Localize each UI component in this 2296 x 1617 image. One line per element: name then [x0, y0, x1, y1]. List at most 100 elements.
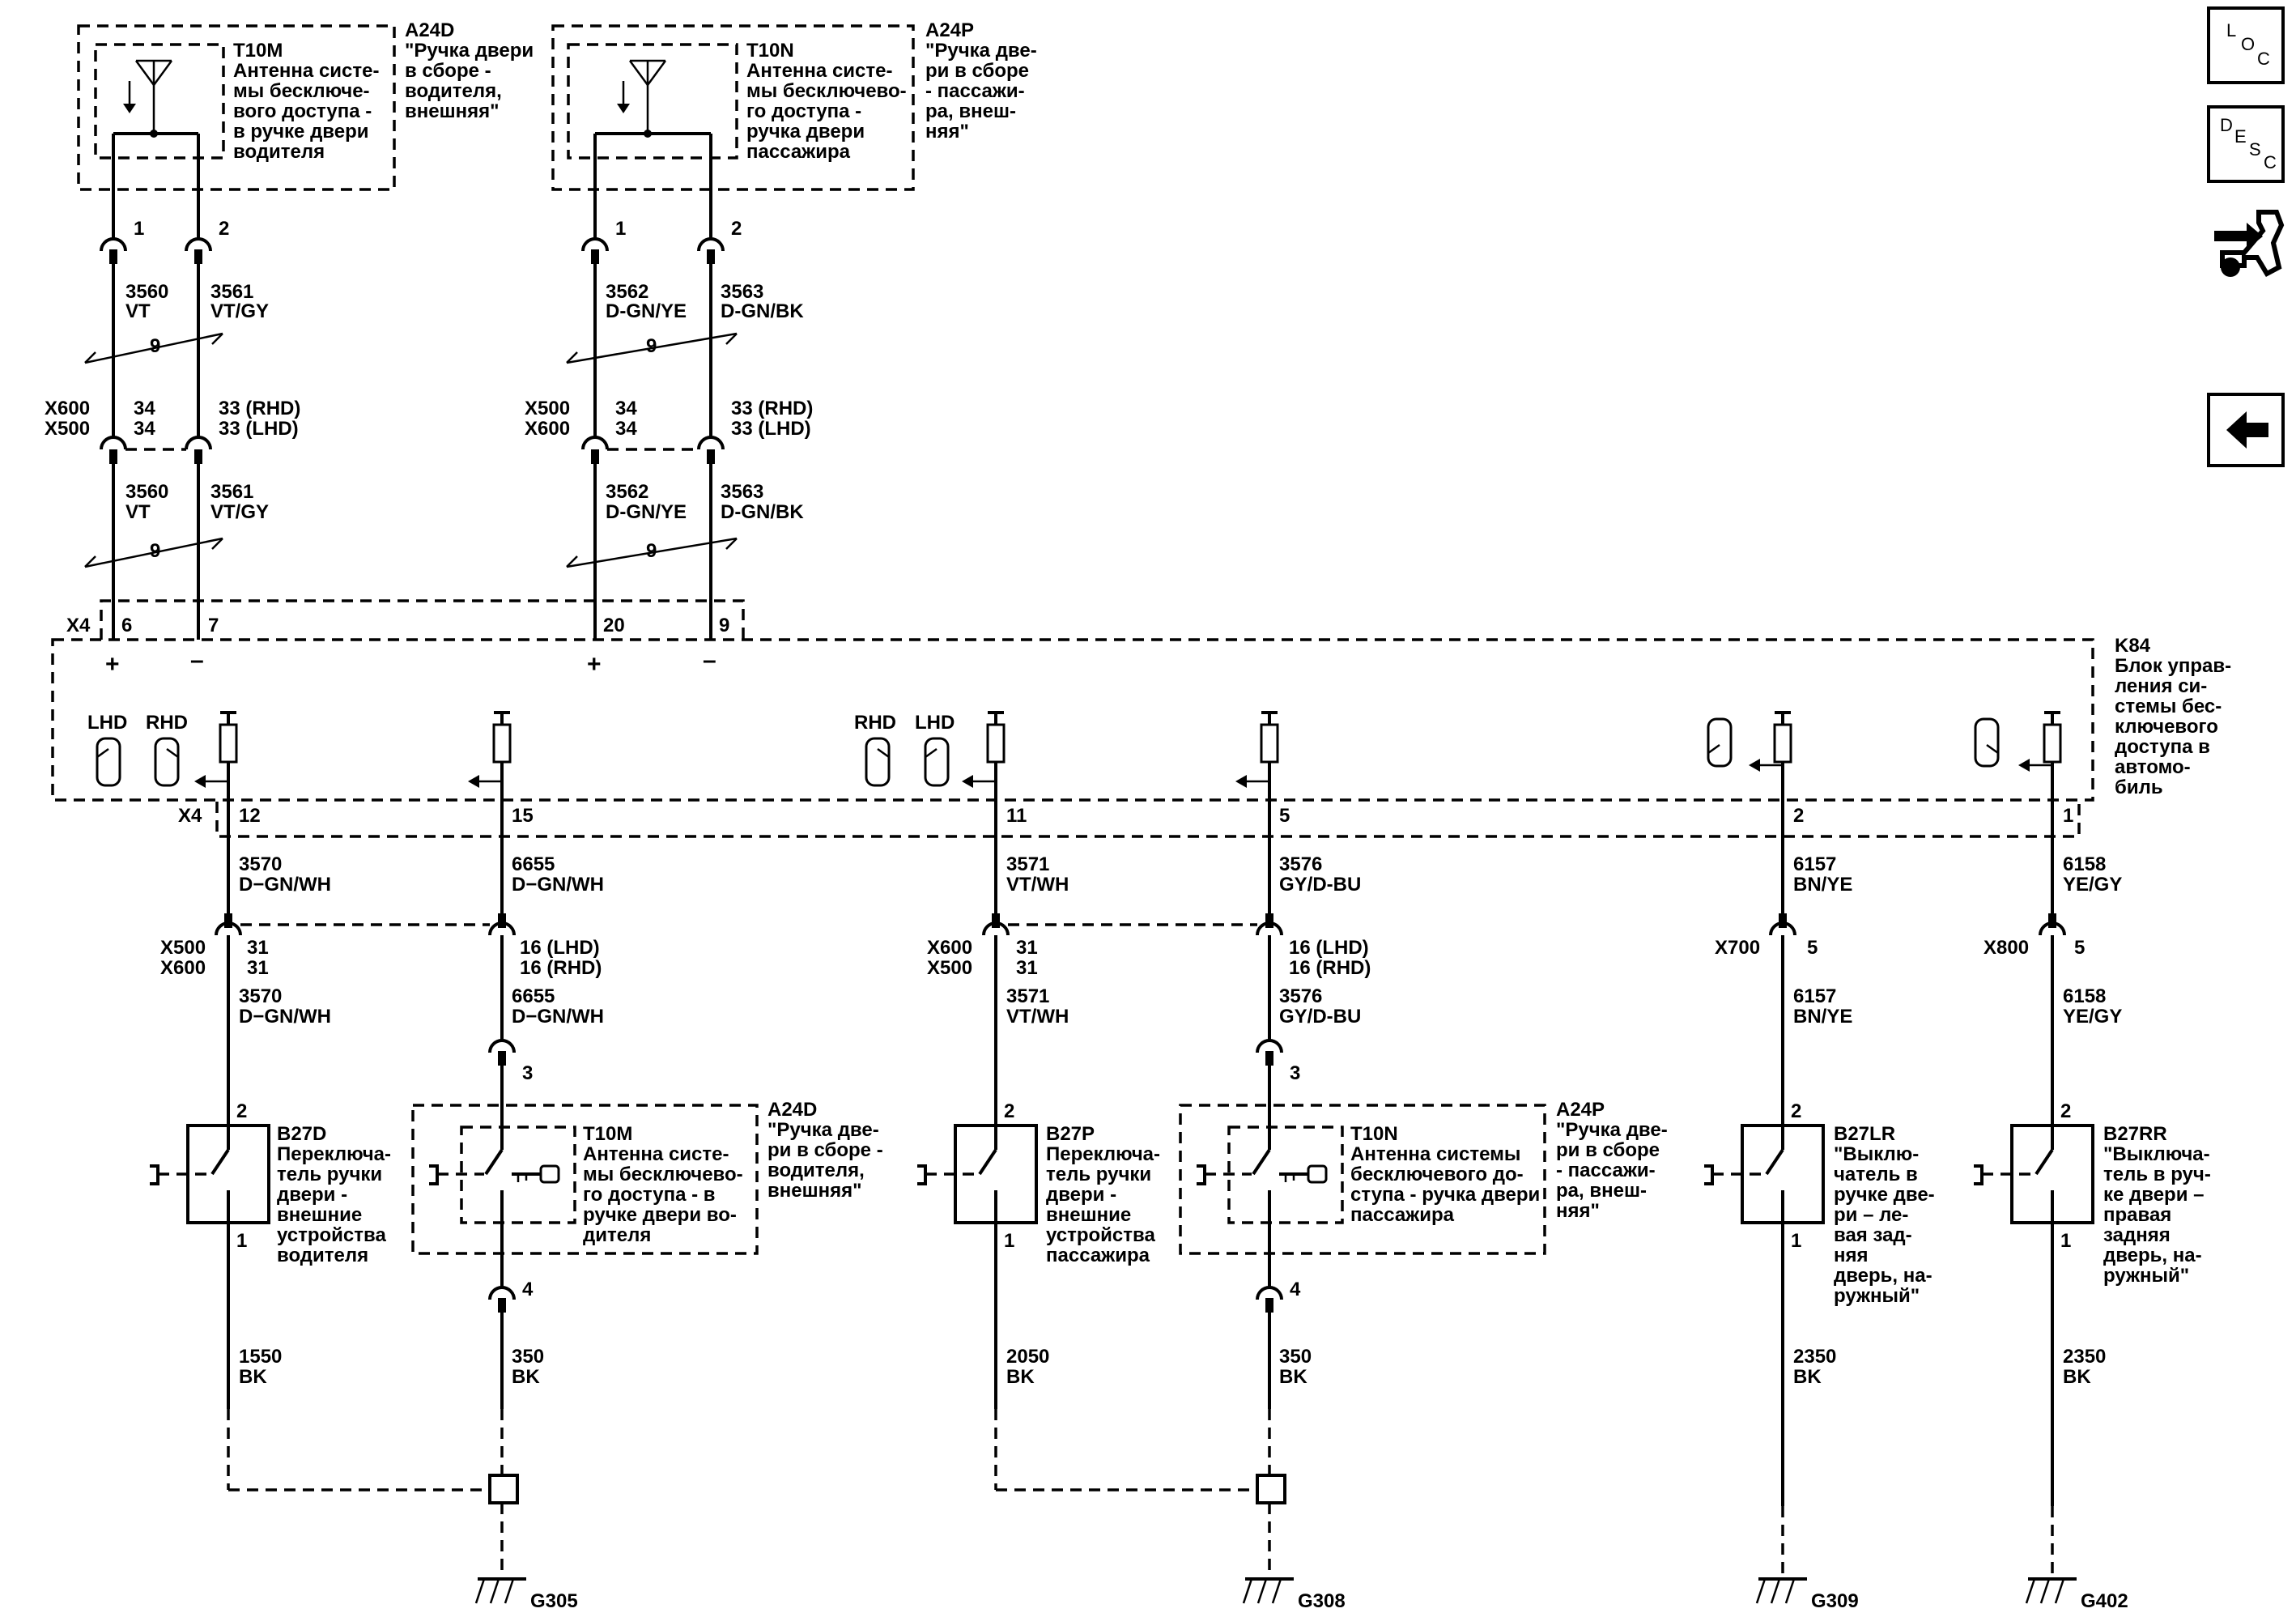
- b27p-desc-4: внешние: [1046, 1204, 1131, 1226]
- b27rr-desc-1: "Выключа-: [2103, 1143, 2210, 1165]
- inline-connectors-upper: X600 X500 34 34 33 (RHD) 33 (LHD) X500 X…: [45, 398, 813, 464]
- wire-3570-a-color: D−GN/WH: [239, 874, 331, 896]
- conn-right-p1b: 34: [615, 418, 637, 440]
- antenna-pass-low-assy: A24P: [1556, 1099, 1605, 1121]
- module-desc-4: ключевого: [2115, 716, 2218, 738]
- antenna-pass-desc-2: мы бесключево-: [746, 80, 907, 102]
- repair-icon[interactable]: [2214, 210, 2285, 277]
- x4-top-pin-9: 9: [719, 615, 729, 636]
- b27p-p2: 2: [1004, 1100, 1014, 1122]
- wire-6157-b-color: BN/YE: [1793, 1006, 1852, 1028]
- car-rear-left-icon: [1707, 717, 1733, 768]
- ground-g402-label: G402: [2081, 1590, 2128, 1612]
- b27d-ref: B27D: [277, 1123, 326, 1145]
- b27rr-desc-7: ружный": [2103, 1265, 2189, 1287]
- antenna-driver-low-desc-3: го доступа - в: [583, 1184, 716, 1206]
- pullup-2: [1749, 711, 1792, 816]
- car-lhd-icon: [96, 737, 121, 787]
- back-arrow-button[interactable]: [2207, 393, 2285, 467]
- top-pin-connectors: 1 2 1 2: [100, 218, 742, 264]
- pullup-1: [2018, 711, 2062, 816]
- conn-left-p2: 33 (RHD): [219, 398, 300, 419]
- wire-2050-color: BK: [1006, 1366, 1035, 1388]
- antenna-pass-assy-5: няя": [925, 121, 969, 143]
- ground-g305-label: G305: [530, 1590, 578, 1612]
- switch-b27lr: 2 1 B27LR "Выклю- чатель в ручке две- ри…: [1704, 1100, 1935, 1307]
- antenna-driver-low-desc-2: мы бесключево-: [583, 1164, 743, 1185]
- wire-3571-a-color: VT/WH: [1006, 874, 1069, 896]
- b27lr-desc-7: дверь, на-: [1834, 1265, 1932, 1287]
- wire-3576-b-color: GY/D-BU: [1279, 1006, 1361, 1028]
- pullup-12: [194, 711, 238, 816]
- wire-3571-b: 3571: [1006, 985, 1049, 1007]
- antenna-lower-pin3: 3 3: [488, 1016, 1300, 1084]
- conn-x700-pin: 5: [1807, 937, 1818, 959]
- wire-350-a: 350: [512, 1346, 544, 1368]
- loc-button[interactable]: L O C: [2207, 6, 2285, 84]
- antenna-pass-assy-4: ра, внеш-: [925, 100, 1016, 122]
- x4-bottom-pin-11: 11: [1006, 805, 1027, 827]
- wire-3563-a: 3563: [721, 281, 763, 303]
- antenna-pass-assy-2: ри в сборе: [925, 60, 1029, 82]
- antenna-driver-desc-1: Антенна систе-: [233, 60, 379, 82]
- conn-mid-b2: 16 (RHD): [520, 957, 602, 979]
- conn-right-b: X600: [525, 418, 570, 440]
- b27lr-desc-8: ружный": [1834, 1285, 1920, 1307]
- arrow-left-icon: [2226, 411, 2268, 449]
- b27rr-p2: 2: [2060, 1100, 2071, 1122]
- conn-mid-l2: X600: [160, 957, 206, 979]
- antenna-pass-low-desc-1: Антенна системы: [1350, 1143, 1520, 1165]
- antenna-pass-low-p3: 3: [1290, 1062, 1300, 1084]
- module-desc-2: ления си-: [2115, 675, 2207, 697]
- switch-b27rr: 2 1 B27RR "Выключа- тель в руч- ке двери…: [1974, 1100, 2211, 1287]
- conn-right-p2: 33 (RHD): [731, 398, 813, 419]
- conn-left-b: X500: [45, 418, 90, 440]
- antenna-driver-assy-4: внешняя": [405, 100, 499, 122]
- antenna-driver-assy-1: "Ручка двери: [405, 40, 534, 62]
- antenna-driver-assy-2: в сборе -: [405, 60, 491, 82]
- module-lhd-left: LHD: [87, 712, 127, 734]
- wire-6655-b: 6655: [512, 985, 555, 1007]
- b27d-desc-4: внешние: [277, 1204, 362, 1226]
- module-lhd-right: LHD: [915, 712, 955, 734]
- desc-button[interactable]: D E S C: [2207, 105, 2285, 183]
- antenna-pass-ref: T10N: [746, 40, 794, 62]
- wire-350-b: 350: [1279, 1346, 1312, 1368]
- antenna-pass-desc-5: пассажира: [746, 141, 851, 163]
- polarity-plus-left: +: [105, 651, 120, 678]
- car-rhd-icon-2: [865, 737, 891, 787]
- b27lr-desc-6: няя: [1834, 1245, 1869, 1266]
- antenna-pass-low-assy-1: "Ручка две-: [1556, 1119, 1668, 1141]
- twist-left-upper: 9: [150, 335, 160, 357]
- loc-c: C: [2257, 49, 2270, 69]
- wire-2350-a: 2350: [1793, 1346, 1836, 1368]
- x4-top-pin-20: 20: [603, 615, 625, 636]
- wire-3570-a: 3570: [239, 853, 282, 875]
- antenna-driver-low-assy-2: ри в сборе -: [767, 1139, 883, 1161]
- b27lr-p1: 1: [1791, 1230, 1801, 1252]
- wire-350-a-color: BK: [512, 1366, 540, 1388]
- wire-3562-b-color: D-GN/YE: [606, 501, 687, 523]
- b27rr-desc-4: правая: [2103, 1204, 2171, 1226]
- b27p-ref: B27P: [1046, 1123, 1095, 1145]
- x4-bottom-name: X4: [178, 805, 202, 827]
- antenna-driver-assembly: T10M Антенна систе- мы бесключе- вого до…: [77, 19, 534, 191]
- b27rr-p1: 1: [2060, 1230, 2071, 1252]
- wire-3571-a: 3571: [1006, 853, 1049, 875]
- antenna-driver-desc-5: водителя: [233, 141, 325, 163]
- ground-g309: G309: [1755, 1577, 1859, 1612]
- car-lhd-icon-2: [924, 737, 950, 787]
- wire-3561-a-color: VT/GY: [210, 300, 269, 322]
- wire-3563-b: 3563: [721, 481, 763, 503]
- x4-top-name: X4: [66, 615, 91, 636]
- polarity-minus-left: –: [190, 647, 204, 674]
- antenna-pass-desc-1: Антенна систе-: [746, 60, 892, 82]
- x4-top-connector: X4 6 7 20 9 + – + –: [66, 599, 745, 678]
- antenna-driver-low-p3: 3: [522, 1062, 533, 1084]
- wire-2050: 2050: [1006, 1346, 1049, 1368]
- conn-mid-r2: X500: [927, 957, 972, 979]
- antenna-pass-low-desc-3: ступа - ручка двери: [1350, 1184, 1540, 1206]
- antenna-pass-pin2: 2: [731, 218, 742, 240]
- b27d-p1: 1: [236, 1230, 247, 1252]
